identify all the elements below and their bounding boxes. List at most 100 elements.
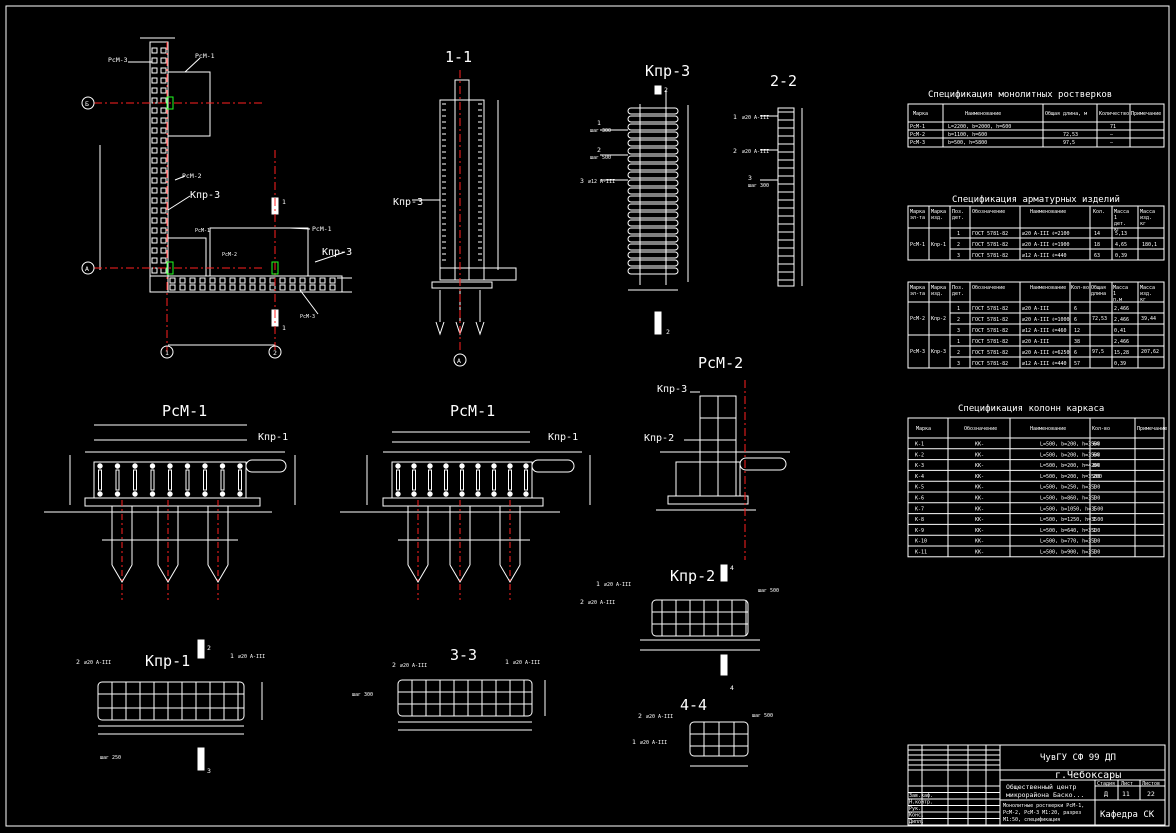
spec2-header: дет. [952,215,964,221]
spec4-row-qty: 1 [1093,496,1096,502]
title-block: ЧувГУ СФ 99 ДП г.Чебоксары Общественный … [907,744,1166,826]
rsm1-a-kpr1: Кпр-1 [258,432,288,443]
tb-person-role: Рук. [909,806,921,812]
kpr2-callout-1: 1 [596,580,600,588]
spec2-row-mass: 4,65 [1115,242,1127,248]
s22-callout-2: 2 [733,147,737,155]
s33-bar-2: ∅20 А-III [400,663,427,669]
s44-callout-1: 1 [632,738,636,746]
plan-label-rsm2: РсМ-2 [182,172,202,180]
spec4-row-doc: КК- [975,442,984,448]
kpr1-callout-2: 2 [76,658,80,666]
spec4-row-mark: К-4 [915,474,924,480]
spec4-title: Спецификация колонн каркаса [958,404,1104,414]
spec2-header: Масса [1114,209,1129,215]
spec1-row-len: 97,5 [1063,140,1075,146]
spec4-row-qty: 1 [1093,528,1096,534]
spec3-header: п.м [1113,297,1122,303]
spec3-row-pos: 3 [957,328,960,334]
kpr2-callout-2: 2 [580,598,584,606]
rsm1-b-kpr1: Кпр-1 [548,432,578,443]
spec4-row-name: L=500, b=640, h=3500 [1040,528,1100,534]
tb-city: г.Чебоксары [1055,769,1121,781]
s22-bar-2: ∅20 А-III [742,149,769,155]
s22-step: шаг 300 [748,183,769,189]
spec1-row-name: b=1100, h=600 [948,132,987,138]
plan-label-rsm1-right: РсМ-1 [312,225,332,233]
axis-2-label: 2 [273,349,277,357]
tb-project-1: Общественный центр [1006,783,1077,791]
spec3-row-name: ∅20 А-III ℓ=6250 [1022,350,1070,356]
spec3-header: изд. [931,291,943,297]
spec2-header: дет. [1114,221,1126,227]
tb-person-role: Дипл. [909,819,924,825]
rsm1-a-title: РсМ-1 [162,402,207,420]
plan-label-kpr3-right: Кпр-3 [322,247,352,258]
spec1-row-name: L=2200, b=2000, h=600 [948,124,1011,130]
tb-project-2: микрорайона Баско... [1006,791,1084,799]
kpr3-step-500: шаг 500 [590,155,611,161]
spec1-title: Спецификация монолитных ростверков [928,90,1112,100]
spec4-row-mark: К-8 [915,517,924,523]
spec2-row-mass: 5,13 [1115,231,1127,237]
spec2-header: Марка [931,209,946,215]
spec3-header: Масса [1113,285,1128,291]
spec-rostverk-table: Спецификация монолитных ростверков Марка… [907,90,1165,148]
tb-desc-1: Монолитные ростверки РсМ-1, [1003,803,1084,809]
spec2-title: Спецификация арматурных изделий [952,195,1120,205]
spec4-row-doc: КК- [975,485,984,491]
spec3-row-pos: 2 [957,317,960,323]
plan-axes [94,42,276,352]
plan-cut-top: 1 [282,198,286,206]
spec4-row-name: L=500, b=1050, h=3500 [1040,506,1103,512]
spec3-header: Кол-во [1071,285,1089,291]
s44-bar-2: ∅20 А-III [646,714,673,720]
rsm1-a-section [44,424,296,513]
spec2-header: Поз. [952,209,964,215]
kpr3-bar-3: ∅12 А-III [588,179,615,185]
spec3-header: эл-та [910,291,925,297]
spec1-row-qty: 71 [1110,124,1116,130]
spec4-row-mark: К-10 [915,539,927,545]
spec3-group-len: 72,53 [1092,316,1107,322]
spec2-row-qty: 14 [1094,231,1100,237]
spec3-row-qty: 6 [1074,317,1077,323]
tb-hdr-stage: Стадия [1097,781,1115,787]
s44-callout-2: 2 [638,712,642,720]
spec3-row-qty: 57 [1074,361,1080,367]
tb-hdr-sheet: Лист [1121,781,1133,787]
spec3-group-total: 207,62 [1141,349,1159,355]
spec3-header: Наименование [1030,285,1066,291]
spec3-row-name: ∅12 А-III ℓ=440 [1022,361,1067,367]
spec3-row-pos: 1 [957,306,960,312]
spec2-group-item: Кпр-1 [931,242,946,248]
spec3-row-name: ∅12 А-III ℓ=460 [1022,328,1067,334]
spec4-header: Обозначение [964,425,997,432]
tb-sheet: 11 [1122,790,1130,798]
spec3-row-mass: 0,41 [1114,328,1126,334]
spec3-row-qty: 12 [1074,328,1080,334]
spec4-row-qty: 64 [1093,442,1099,448]
kpr1-cut-2: 2 [207,644,211,652]
kpr1-elevation [97,639,263,771]
spec4-row-qty: 1 [1093,506,1096,512]
spec1-h-note: Примечание [1131,111,1161,117]
spec2-row-name: ∅20 А-III ℓ=1900 [1022,242,1070,248]
spec1-row-mark: РсМ-3 [910,140,925,146]
spec2-header: Обозначение [972,208,1005,215]
section-1-1-title: 1-1 [445,48,472,66]
kpr1-cut-3: 3 [207,767,211,775]
plan-label-rsm3: РсМ-3 [108,56,128,64]
spec4-row-mark: К-9 [915,528,924,534]
rsm2-kpr3: Кпр-3 [657,384,687,395]
spec-armature-table: Спецификация арматурных изделий Маркаэл-… [907,195,1165,261]
spec3-row-mass: 15,28 [1114,350,1129,356]
spec4-row-name: L=500, b=900, h=3500 [1040,550,1100,556]
kpr3-cut-2-top: 2 [664,86,668,94]
spec2-total: 180,1 [1142,242,1157,248]
section-1-1-kpr3: Кпр-3 [393,197,423,208]
spec1-h-name: Наименование [965,111,1001,117]
section-1-1 [412,79,517,336]
spec4-row-qty: 1 [1093,539,1096,545]
